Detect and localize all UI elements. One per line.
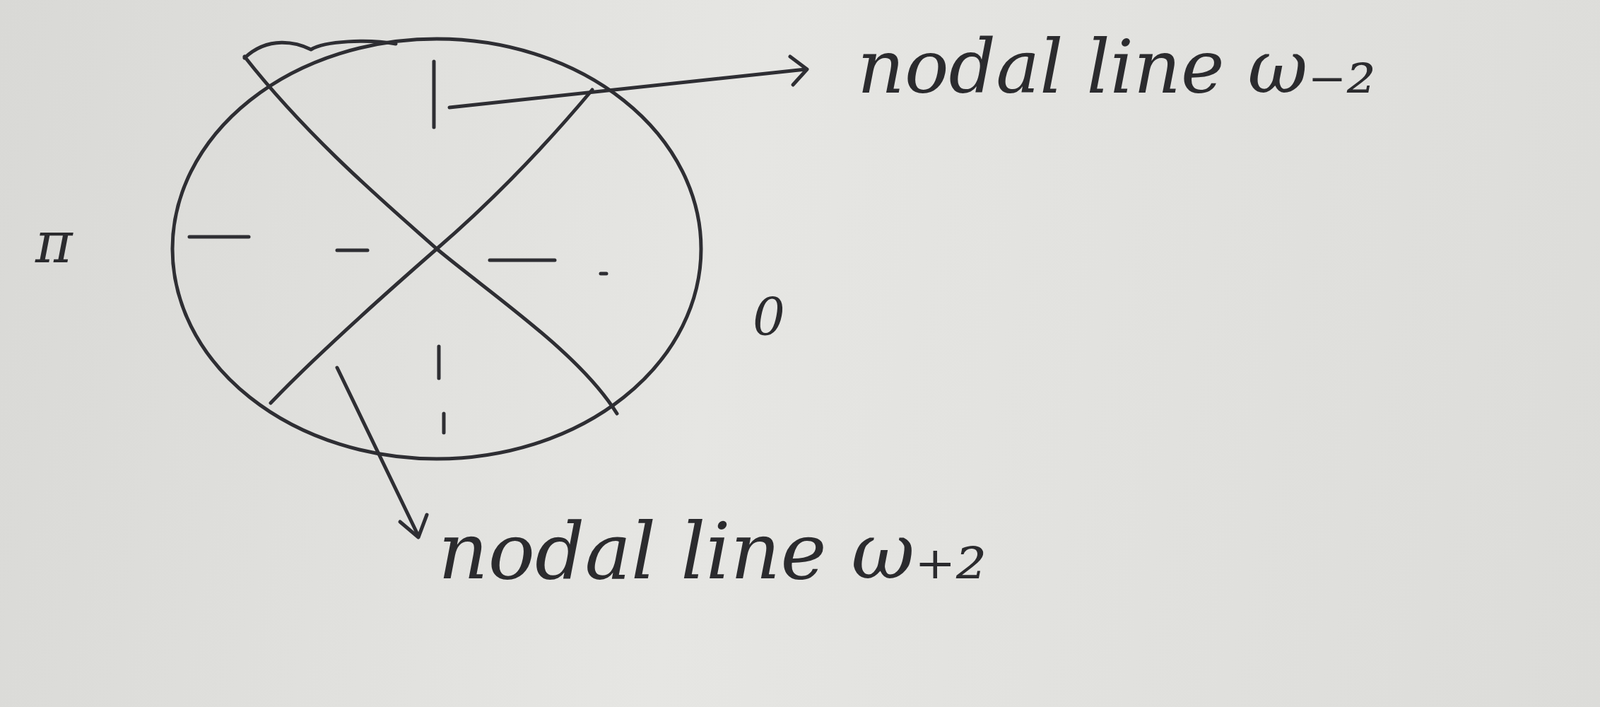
nodal-line-label: nodal line ω₋₂: [857, 26, 1376, 108]
arrowhead-bottom: [400, 514, 427, 538]
nodal-curve: [244, 56, 617, 414]
angle-label: π: [35, 212, 73, 275]
minus-marks: [189, 236, 607, 274]
circle-outline: [172, 38, 702, 459]
nodal-line-label: nodal line ω₊₂: [438, 508, 987, 595]
leader-line-top: [449, 69, 806, 108]
leader-line-bottom: [337, 367, 419, 536]
tick-marks: [433, 61, 444, 433]
nodal-line: [270, 89, 593, 403]
angle-label: 0: [752, 289, 786, 346]
top-loop: [244, 40, 396, 58]
arrowhead-top: [790, 56, 808, 85]
